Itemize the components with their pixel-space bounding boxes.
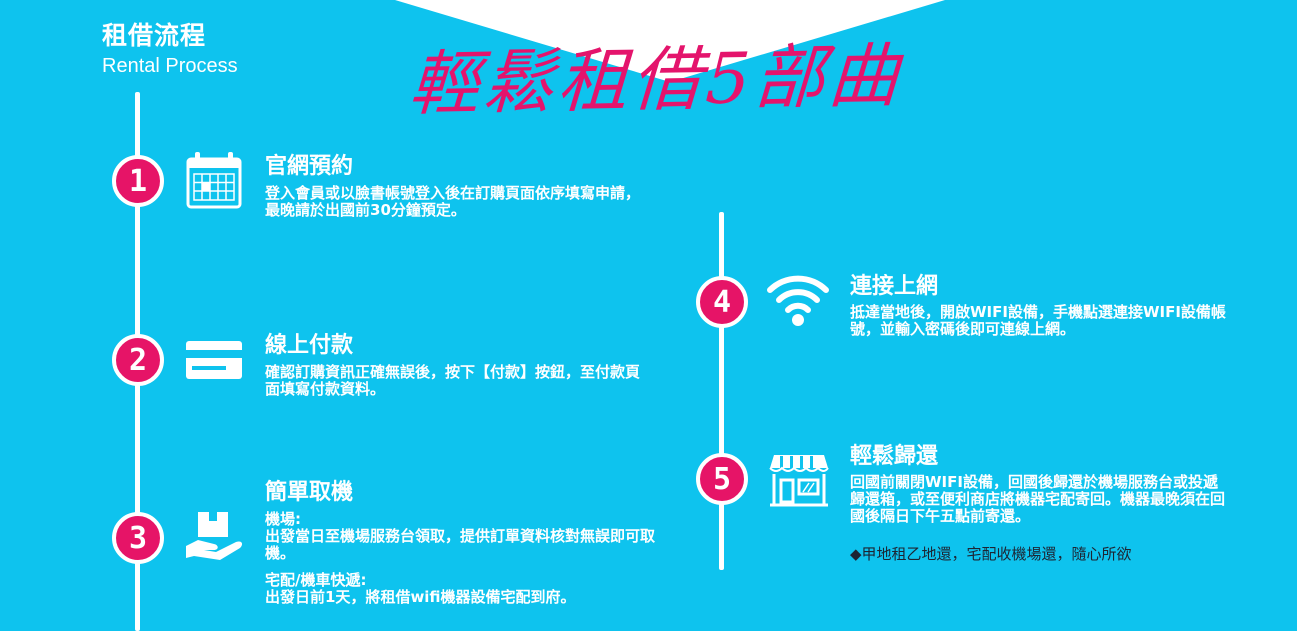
step-desc-4: 抵達當地後，開啟WIFI設備，手機點選連接WIFI設備帳號，並輸入密碼後即可連線… [850, 303, 1226, 338]
wifi-icon [765, 272, 831, 332]
calendar-icon [185, 150, 243, 214]
step-3-airport-text: 出發當日至機場服務台領取，提供訂單資料核對無誤即可取機。 [265, 527, 656, 562]
step-desc-3: 機場: 出發當日至機場服務台領取，提供訂單資料核對無誤即可取機。 宅配/機車快遞… [265, 511, 655, 606]
banner-title: 輕鬆租借5部曲 [407, 34, 905, 126]
step-number-5: 5 [696, 453, 748, 505]
credit-card-icon [185, 340, 243, 384]
step-title-1: 官網預約 [265, 154, 354, 179]
hand-package-icon [182, 510, 246, 566]
step-number-2: 2 [112, 334, 164, 386]
step-number-4: 4 [696, 276, 748, 328]
step-5-note: ◆甲地租乙地還，宅配收機場還，隨心所欲 [850, 545, 1132, 563]
step-title-5: 輕鬆歸還 [850, 444, 939, 469]
step-desc-2: 確認訂購資訊正確無誤後，按下【付款】按鈕，至付款頁面填寫付款資料。 [265, 363, 641, 398]
step-3-airport-label: 機場: [265, 510, 301, 528]
step-number-3: 3 [112, 512, 164, 564]
section-title-zh: 租借流程 [102, 21, 207, 50]
store-icon [768, 452, 830, 512]
step-title-3: 簡單取機 [265, 480, 354, 505]
timeline-right-line [719, 212, 724, 570]
step-title-4: 連接上網 [850, 274, 939, 299]
step-desc-5: 回國前關閉WIFI設備，回國後歸還於機場服務台或投遞歸還箱，或至便利商店將機器宅… [850, 473, 1226, 525]
step-desc-1: 登入會員或以臉書帳號登入後在訂購頁面依序填寫申請，最晚請於出國前30分鐘預定。 [265, 184, 641, 219]
section-title-en: Rental Process [102, 55, 238, 77]
step-3-delivery-label: 宅配/機車快遞: [265, 571, 367, 589]
step-number-1: 1 [112, 155, 164, 207]
step-3-delivery-text: 出發日前1天，將租借wifi機器設備宅配到府。 [265, 588, 576, 606]
step-title-2: 線上付款 [265, 333, 354, 358]
top-notch-decoration [395, 0, 945, 82]
